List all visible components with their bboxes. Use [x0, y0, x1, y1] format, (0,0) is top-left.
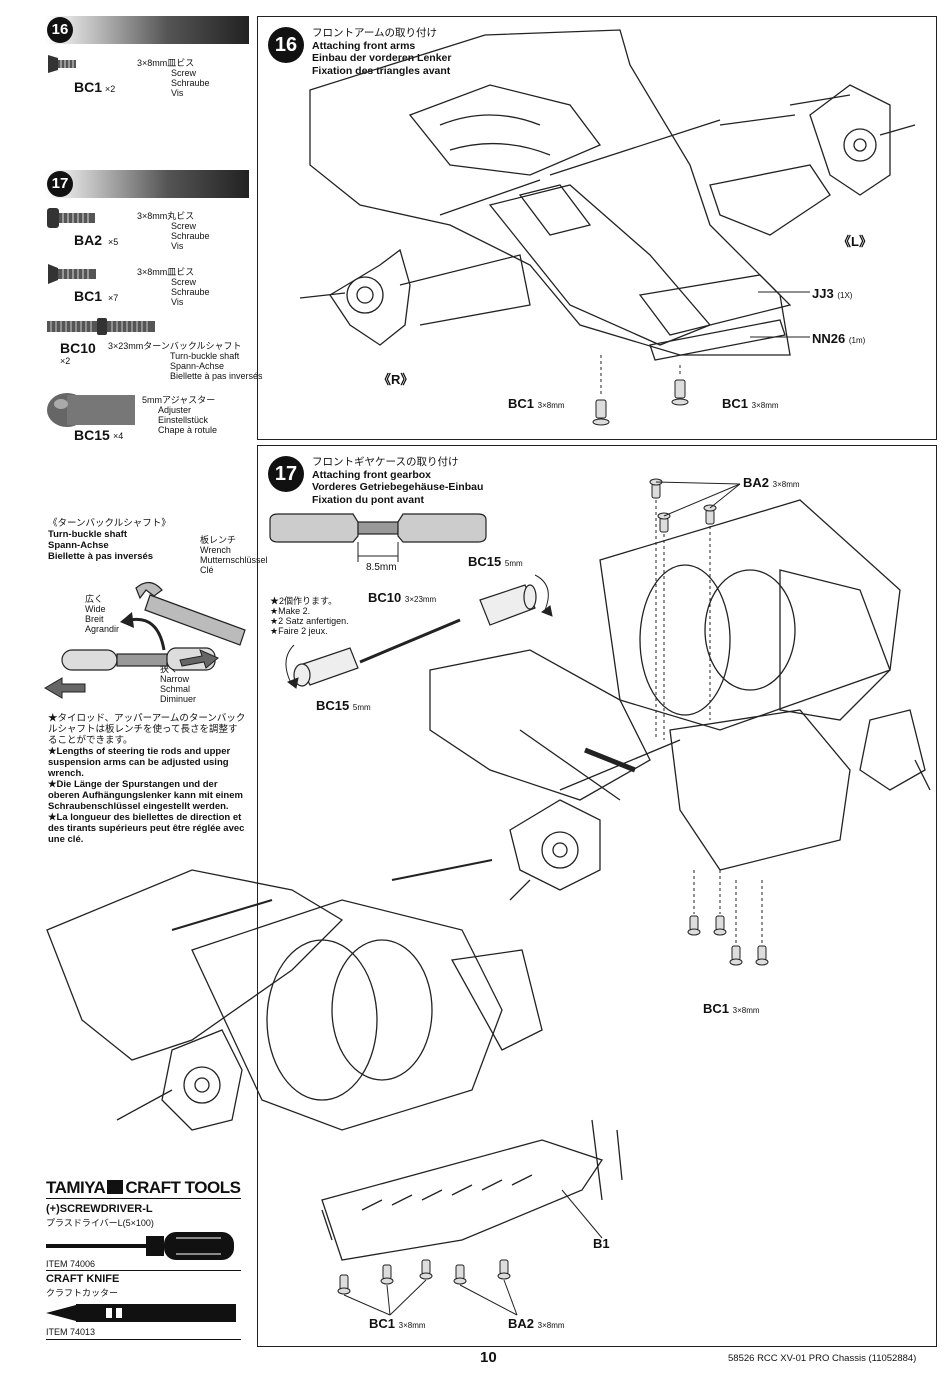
turnbuckle-dimension-drawing: [269, 513, 487, 562]
tool-name: CRAFT KNIFE: [46, 1273, 120, 1285]
adjuster-icon: [47, 393, 135, 427]
part-label-nn26: NN26 (1m): [812, 331, 866, 346]
step-17-badge: 17: [47, 171, 73, 197]
step-17-parts-header: 17: [45, 170, 249, 198]
tool-name: (+)SCREWDRIVER-L: [46, 1203, 153, 1215]
tamiya-star-logo-icon: [107, 1180, 124, 1194]
part-label-b1: B1: [593, 1236, 610, 1251]
part-id: BA2: [74, 232, 103, 248]
part-qty: ×2: [60, 356, 71, 366]
dimension-label: 8.5mm: [366, 562, 397, 573]
tool-jp: プラスドライバーL(5×100): [46, 1218, 154, 1228]
part-label-bc1: BC1 3×8mm: [508, 396, 565, 411]
screwdriver-icon: [46, 1232, 234, 1260]
part-id: BC1: [74, 288, 103, 304]
tool-item-number: ITEM 74013: [46, 1327, 96, 1337]
page-number: 10: [480, 1349, 497, 1366]
divider: [46, 1198, 241, 1199]
part-label-bc15: BC15 5mm: [316, 698, 371, 713]
step-16-panel: [257, 16, 937, 440]
make-two-note: ★2個作ります。 ★Make 2. ★2 Satz anfertigen. ★F…: [270, 596, 349, 636]
step-16-badge: 16: [47, 17, 73, 43]
step-16-parts-header: 16: [45, 16, 249, 44]
part-desc: 3×8mm皿ビス Screw Schraube Vis: [137, 58, 210, 98]
part-qty: ×7: [108, 293, 119, 303]
tool-jp: クラフトカッター: [46, 1288, 119, 1298]
step-17-title: フロントギヤケースの取り付け Attaching front gearbox V…: [312, 456, 484, 506]
countersunk-screw-icon: [48, 264, 96, 284]
step-17-panel: [257, 445, 937, 1347]
part-desc: 5mmアジャスター Adjuster Einstellstück Chape à…: [142, 395, 218, 435]
turnbuckle-shaft-icon: [47, 318, 155, 335]
part-qty: ×4: [113, 431, 124, 441]
part-desc: 3×8mm皿ビス Screw Schraube Vis: [137, 267, 210, 307]
front-bumper-assembly-drawing: [46, 859, 623, 1316]
round-screw-icon: [47, 208, 95, 228]
turnbuckle-title: 《ターンバックルシャフト》 Turn-buckle shaft Spann-Ac…: [48, 518, 171, 562]
divider: [46, 1339, 241, 1340]
part-qty: ×5: [108, 237, 119, 247]
wide-label: 広く Wide Breit Agrandir: [85, 594, 120, 634]
part-desc: 3×8mm丸ビス Screw Schraube Vis: [137, 211, 210, 251]
narrow-label: 狭く Narrow Schmal Diminuer: [160, 664, 197, 704]
part-desc: 3×23mmターンバックルシャフト Turn-buckle shaft Span…: [108, 341, 263, 381]
front-gearbox-assembly-drawing: [429, 478, 931, 966]
part-label-ba2: BA2 3×8mm: [743, 475, 800, 490]
part-id: BC15: [74, 427, 110, 443]
side-label-right: 《R》: [378, 372, 414, 387]
side-label-left: 《L》: [838, 234, 872, 249]
part-label-jj3: JJ3 (1X): [812, 286, 853, 301]
step-17-number: 17: [268, 456, 304, 492]
part-label-bc15: BC15 5mm: [468, 554, 523, 569]
craft-knife-icon: [46, 1304, 236, 1322]
step-16-title: フロントアームの取り付け Attaching front arms Einbau…: [312, 27, 452, 77]
turnbuckle-notes: ★タイロッド、アッパーアームのターンバックルシャフトは板レンチを使って長さを調整…: [48, 713, 246, 845]
part-label-ba2: BA2 3×8mm: [508, 1316, 565, 1331]
part-id: BC1: [74, 79, 103, 95]
wrench-label: 板レンチ Wrench Mutternschlüssel Clé: [200, 535, 268, 575]
step-16-number: 16: [268, 27, 304, 63]
front-arms-assembly-drawing: [299, 29, 916, 426]
turnbuckle-parts-drawing: [285, 574, 553, 689]
divider: [46, 1270, 241, 1271]
part-label-bc1: BC1 3×8mm: [703, 1001, 760, 1016]
tool-item-number: ITEM 74006: [46, 1259, 96, 1269]
part-label-bc1: BC1 3×8mm: [369, 1316, 426, 1331]
footer-title: 58526 RCC XV-01 PRO Chassis (11052884): [728, 1353, 917, 1364]
part-label-bc10: BC10 3×23mm: [368, 590, 437, 605]
countersunk-screw-icon: [48, 55, 76, 73]
part-id: BC10: [60, 340, 96, 356]
wrench-adjust-illustration: [44, 581, 246, 699]
part-label-bc1: BC1 3×8mm: [722, 396, 779, 411]
part-qty: ×2: [105, 84, 116, 94]
